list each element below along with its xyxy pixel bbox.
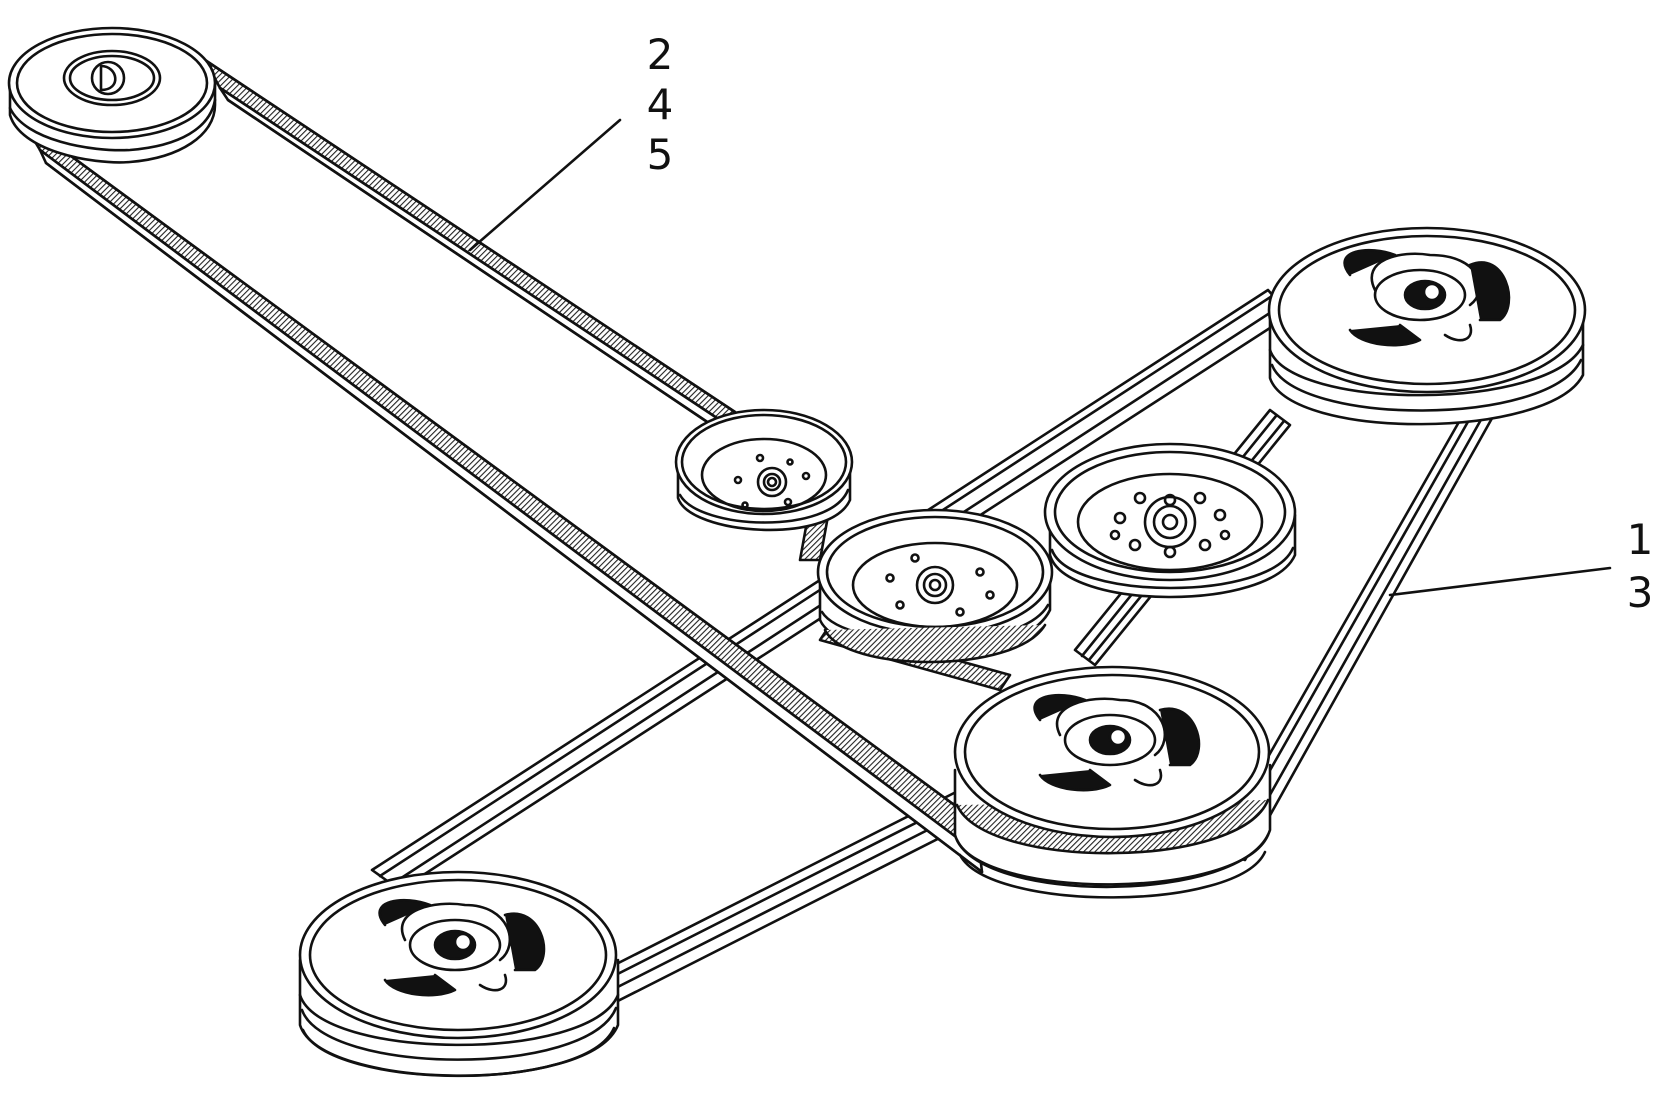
left-spindle-pulley <box>298 870 620 1078</box>
leader-line-right <box>1388 566 1612 597</box>
leader-line-upper <box>468 118 622 252</box>
middle-idler-pulley <box>816 508 1054 664</box>
long-drive-belt <box>20 58 1245 881</box>
front-spindle-pulley <box>953 665 1272 899</box>
callout-label-3: 3 <box>1626 568 1654 617</box>
small-idler-pulley <box>674 408 854 532</box>
large-idler-pulley <box>1043 442 1297 599</box>
callout-label-4: 4 <box>646 80 674 129</box>
callout-label-1: 1 <box>1626 515 1654 564</box>
right-spindle-pulley <box>1267 226 1587 426</box>
callout-label-2: 2 <box>646 30 674 79</box>
callout-label-5: 5 <box>646 130 674 179</box>
top-left-pulley <box>7 26 217 164</box>
